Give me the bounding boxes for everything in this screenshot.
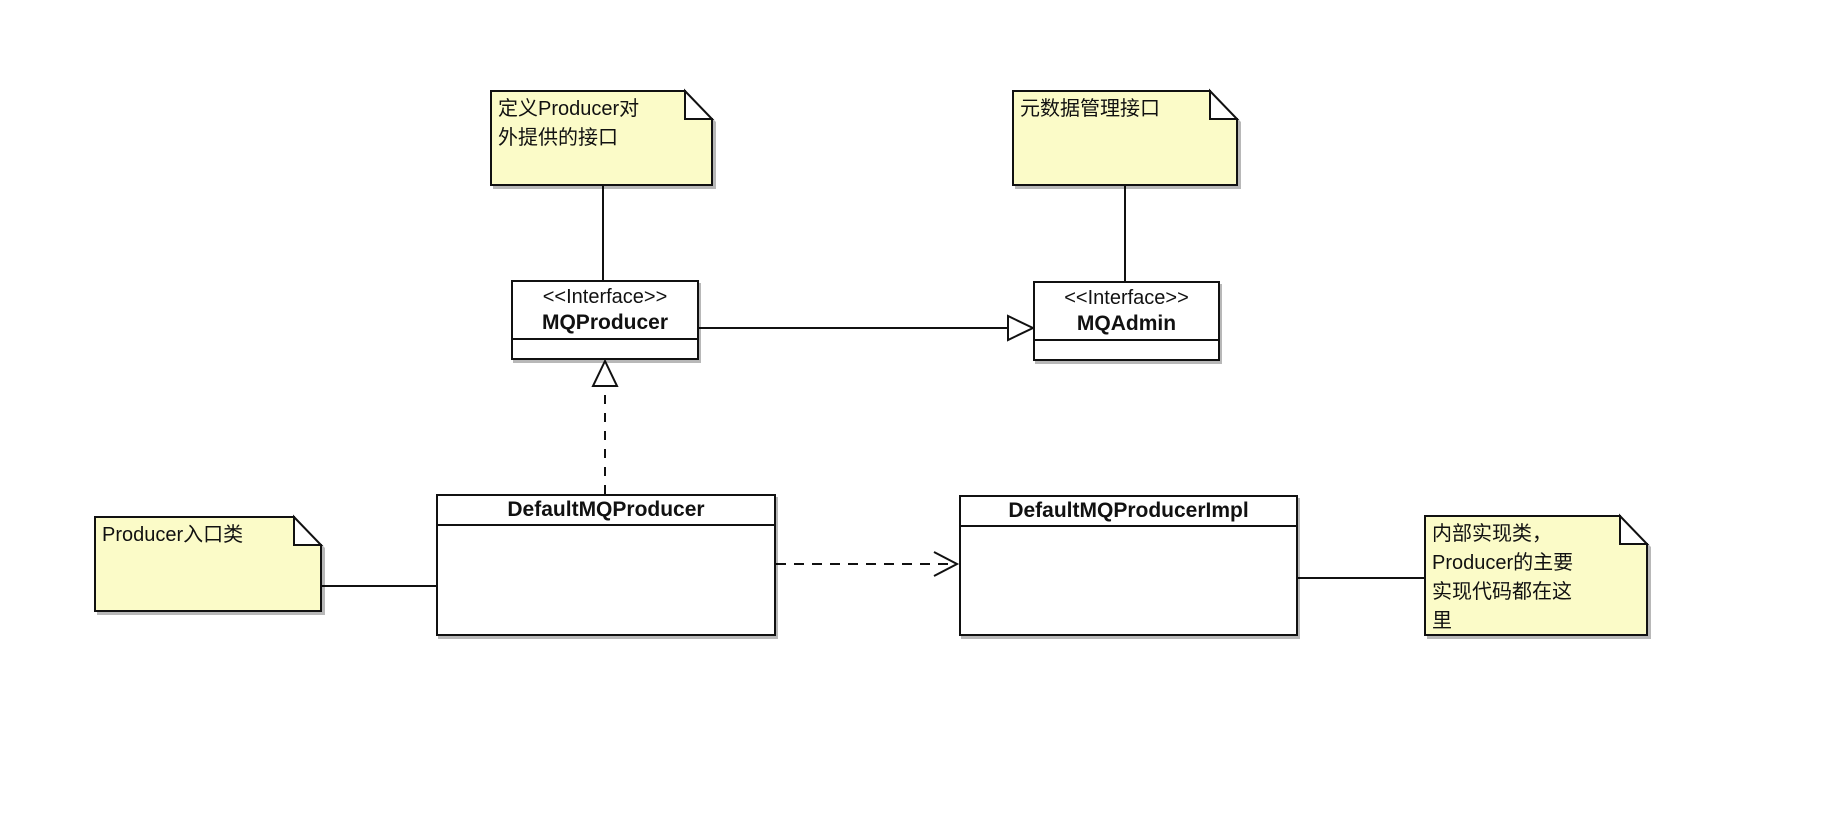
class-name-label: DefaultMQProducer — [507, 498, 705, 521]
class-box-mqproducer: <<Interface>> MQProducer — [511, 280, 699, 360]
empty-compartment — [438, 526, 774, 634]
note-producer-entry: Producer入口类 — [94, 514, 325, 615]
class-box-defaultmqproducer: DefaultMQProducer — [436, 494, 776, 636]
class-header: DefaultMQProducerImpl — [961, 497, 1296, 527]
class-header: <<Interface>> MQProducer — [513, 282, 697, 340]
note-shape — [94, 514, 325, 615]
class-name-label: MQAdmin — [1076, 312, 1177, 335]
note-internal-impl: 内部实现类， Producer的主要 实现代码都在这 里 — [1424, 513, 1651, 639]
empty-compartment — [513, 340, 697, 358]
note-shape — [1012, 88, 1241, 189]
note-text: 元数据管理接口 — [1020, 98, 1160, 120]
generalization-hollow-triangle-icon — [1007, 314, 1036, 342]
class-box-mqadmin: <<Interface>> MQAdmin — [1033, 281, 1220, 361]
class-name-label: DefaultMQProducerImpl — [1008, 499, 1249, 522]
class-box-defaultmqproducerimpl: DefaultMQProducerImpl — [959, 495, 1298, 636]
class-name-label: MQProducer — [541, 311, 669, 334]
note-text: 内部实现类， Producer的主要 实现代码都在这 里 — [1432, 523, 1574, 632]
note-shape — [1424, 513, 1651, 639]
note-shape — [490, 88, 716, 189]
stereotype-label: <<Interface>> — [542, 286, 668, 308]
realization-hollow-triangle-icon — [591, 358, 619, 387]
empty-compartment — [961, 527, 1296, 634]
class-header: <<Interface>> MQAdmin — [1035, 283, 1218, 341]
class-header: DefaultMQProducer — [438, 496, 774, 526]
dependency-open-arrow-icon — [933, 551, 960, 577]
note-metadata-interface: 元数据管理接口 — [1012, 88, 1241, 189]
note-text: Producer入口类 — [102, 524, 244, 546]
note-text: 定义Producer对 外提供的接口 — [498, 98, 640, 149]
stereotype-label: <<Interface>> — [1064, 287, 1189, 309]
note-producer-interface: 定义Producer对 外提供的接口 — [490, 88, 716, 189]
empty-compartment — [1035, 341, 1218, 359]
